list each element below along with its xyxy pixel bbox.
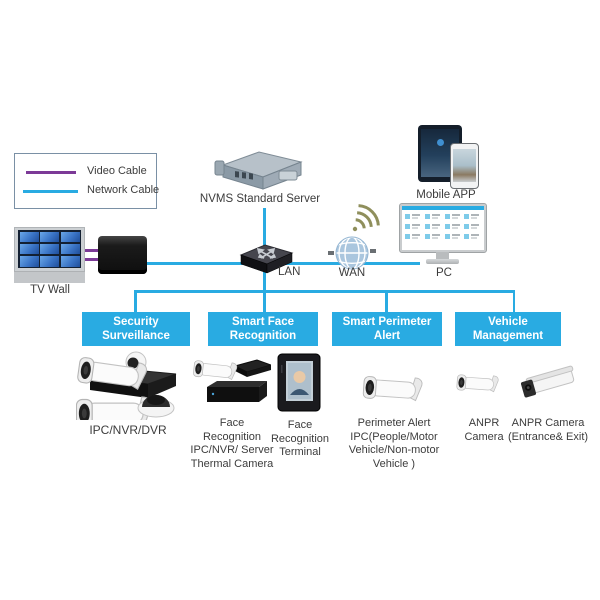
tv-wall-icon bbox=[14, 227, 85, 283]
category-security-surveillance: Security Surveillance bbox=[82, 312, 190, 346]
legend-video-cable-label: Video Cable bbox=[87, 165, 147, 177]
wan-label: WAN bbox=[338, 267, 366, 279]
network-cable-drop-security bbox=[134, 290, 137, 313]
network-cable-lan-drop bbox=[263, 262, 266, 313]
category-label-line: Smart Perimeter bbox=[342, 316, 432, 328]
phone-icon bbox=[450, 143, 479, 189]
pc-label: PC bbox=[436, 267, 452, 279]
anpr-camera-icon bbox=[455, 360, 513, 406]
mobile-app-icon bbox=[406, 125, 482, 189]
anpr-camera-label: ANPR Camera bbox=[464, 417, 504, 443]
lan-label: LAN bbox=[278, 266, 301, 278]
tv-wall-label: TV Wall bbox=[30, 284, 70, 296]
pc-icon bbox=[399, 203, 489, 265]
ipc-nvr-dvr-label: IPC/NVR/DVR bbox=[89, 423, 167, 437]
video-cable-2 bbox=[85, 258, 98, 261]
category-vehicle-management: Vehicle Management bbox=[455, 312, 561, 346]
category-label-line: Management bbox=[472, 330, 544, 342]
perimeter-alert-camera-icon bbox=[360, 365, 430, 409]
network-cable-drop-vehicle bbox=[512, 290, 515, 313]
lan-switch-icon bbox=[239, 244, 294, 274]
mobile-app-label: Mobile APP bbox=[416, 189, 476, 201]
network-cable-swatch bbox=[23, 190, 78, 193]
decoder-icon bbox=[98, 236, 147, 274]
category-label-line: Security bbox=[113, 316, 159, 328]
pc-screen-grid bbox=[402, 210, 484, 243]
video-cable-swatch bbox=[26, 171, 76, 174]
face-recognition-terminal-label: Face Recognition Terminal bbox=[270, 419, 330, 458]
legend-box: Video Cable Network Cable bbox=[14, 153, 160, 209]
anpr-entrance-label: ANPR Camera (Entrance& Exit) bbox=[507, 417, 589, 443]
network-cable-server-drop bbox=[263, 208, 266, 264]
network-cable-drop-perimeter bbox=[385, 290, 388, 313]
video-cable-1 bbox=[85, 249, 98, 252]
category-label-line: Surveillance bbox=[102, 330, 170, 342]
wifi-icon bbox=[352, 204, 380, 232]
perimeter-alert-label: Perimeter Alert IPC(People/Motor Vehicle… bbox=[348, 417, 440, 470]
legend-network-cable-label: Network Cable bbox=[87, 184, 160, 196]
category-label-line: Smart Face bbox=[231, 316, 294, 328]
anpr-entrance-camera-icon bbox=[521, 365, 575, 398]
network-cable-bus bbox=[134, 290, 515, 293]
category-smart-perimeter-alert: Smart Perimeter Alert bbox=[332, 312, 442, 346]
ipc-nvr-dvr-icons bbox=[76, 351, 177, 420]
category-smart-face-recognition: Smart Face Recognition bbox=[208, 312, 318, 346]
category-label-line: Vehicle bbox=[488, 316, 528, 328]
face-recognition-devices-icon bbox=[193, 357, 271, 402]
nvms-server-icon bbox=[214, 151, 303, 190]
category-label-line: Alert bbox=[373, 330, 401, 342]
face-recognition-terminal-icon bbox=[277, 353, 321, 412]
nvms-server-label: NVMS Standard Server bbox=[199, 193, 321, 205]
category-label-line: Recognition bbox=[229, 330, 297, 342]
wan-globe-icon bbox=[328, 236, 376, 270]
face-recognition-group-label: Face Recognition IPC/NVR/ Server Thermal… bbox=[190, 417, 274, 470]
cross-arrows-glyph bbox=[256, 247, 277, 259]
